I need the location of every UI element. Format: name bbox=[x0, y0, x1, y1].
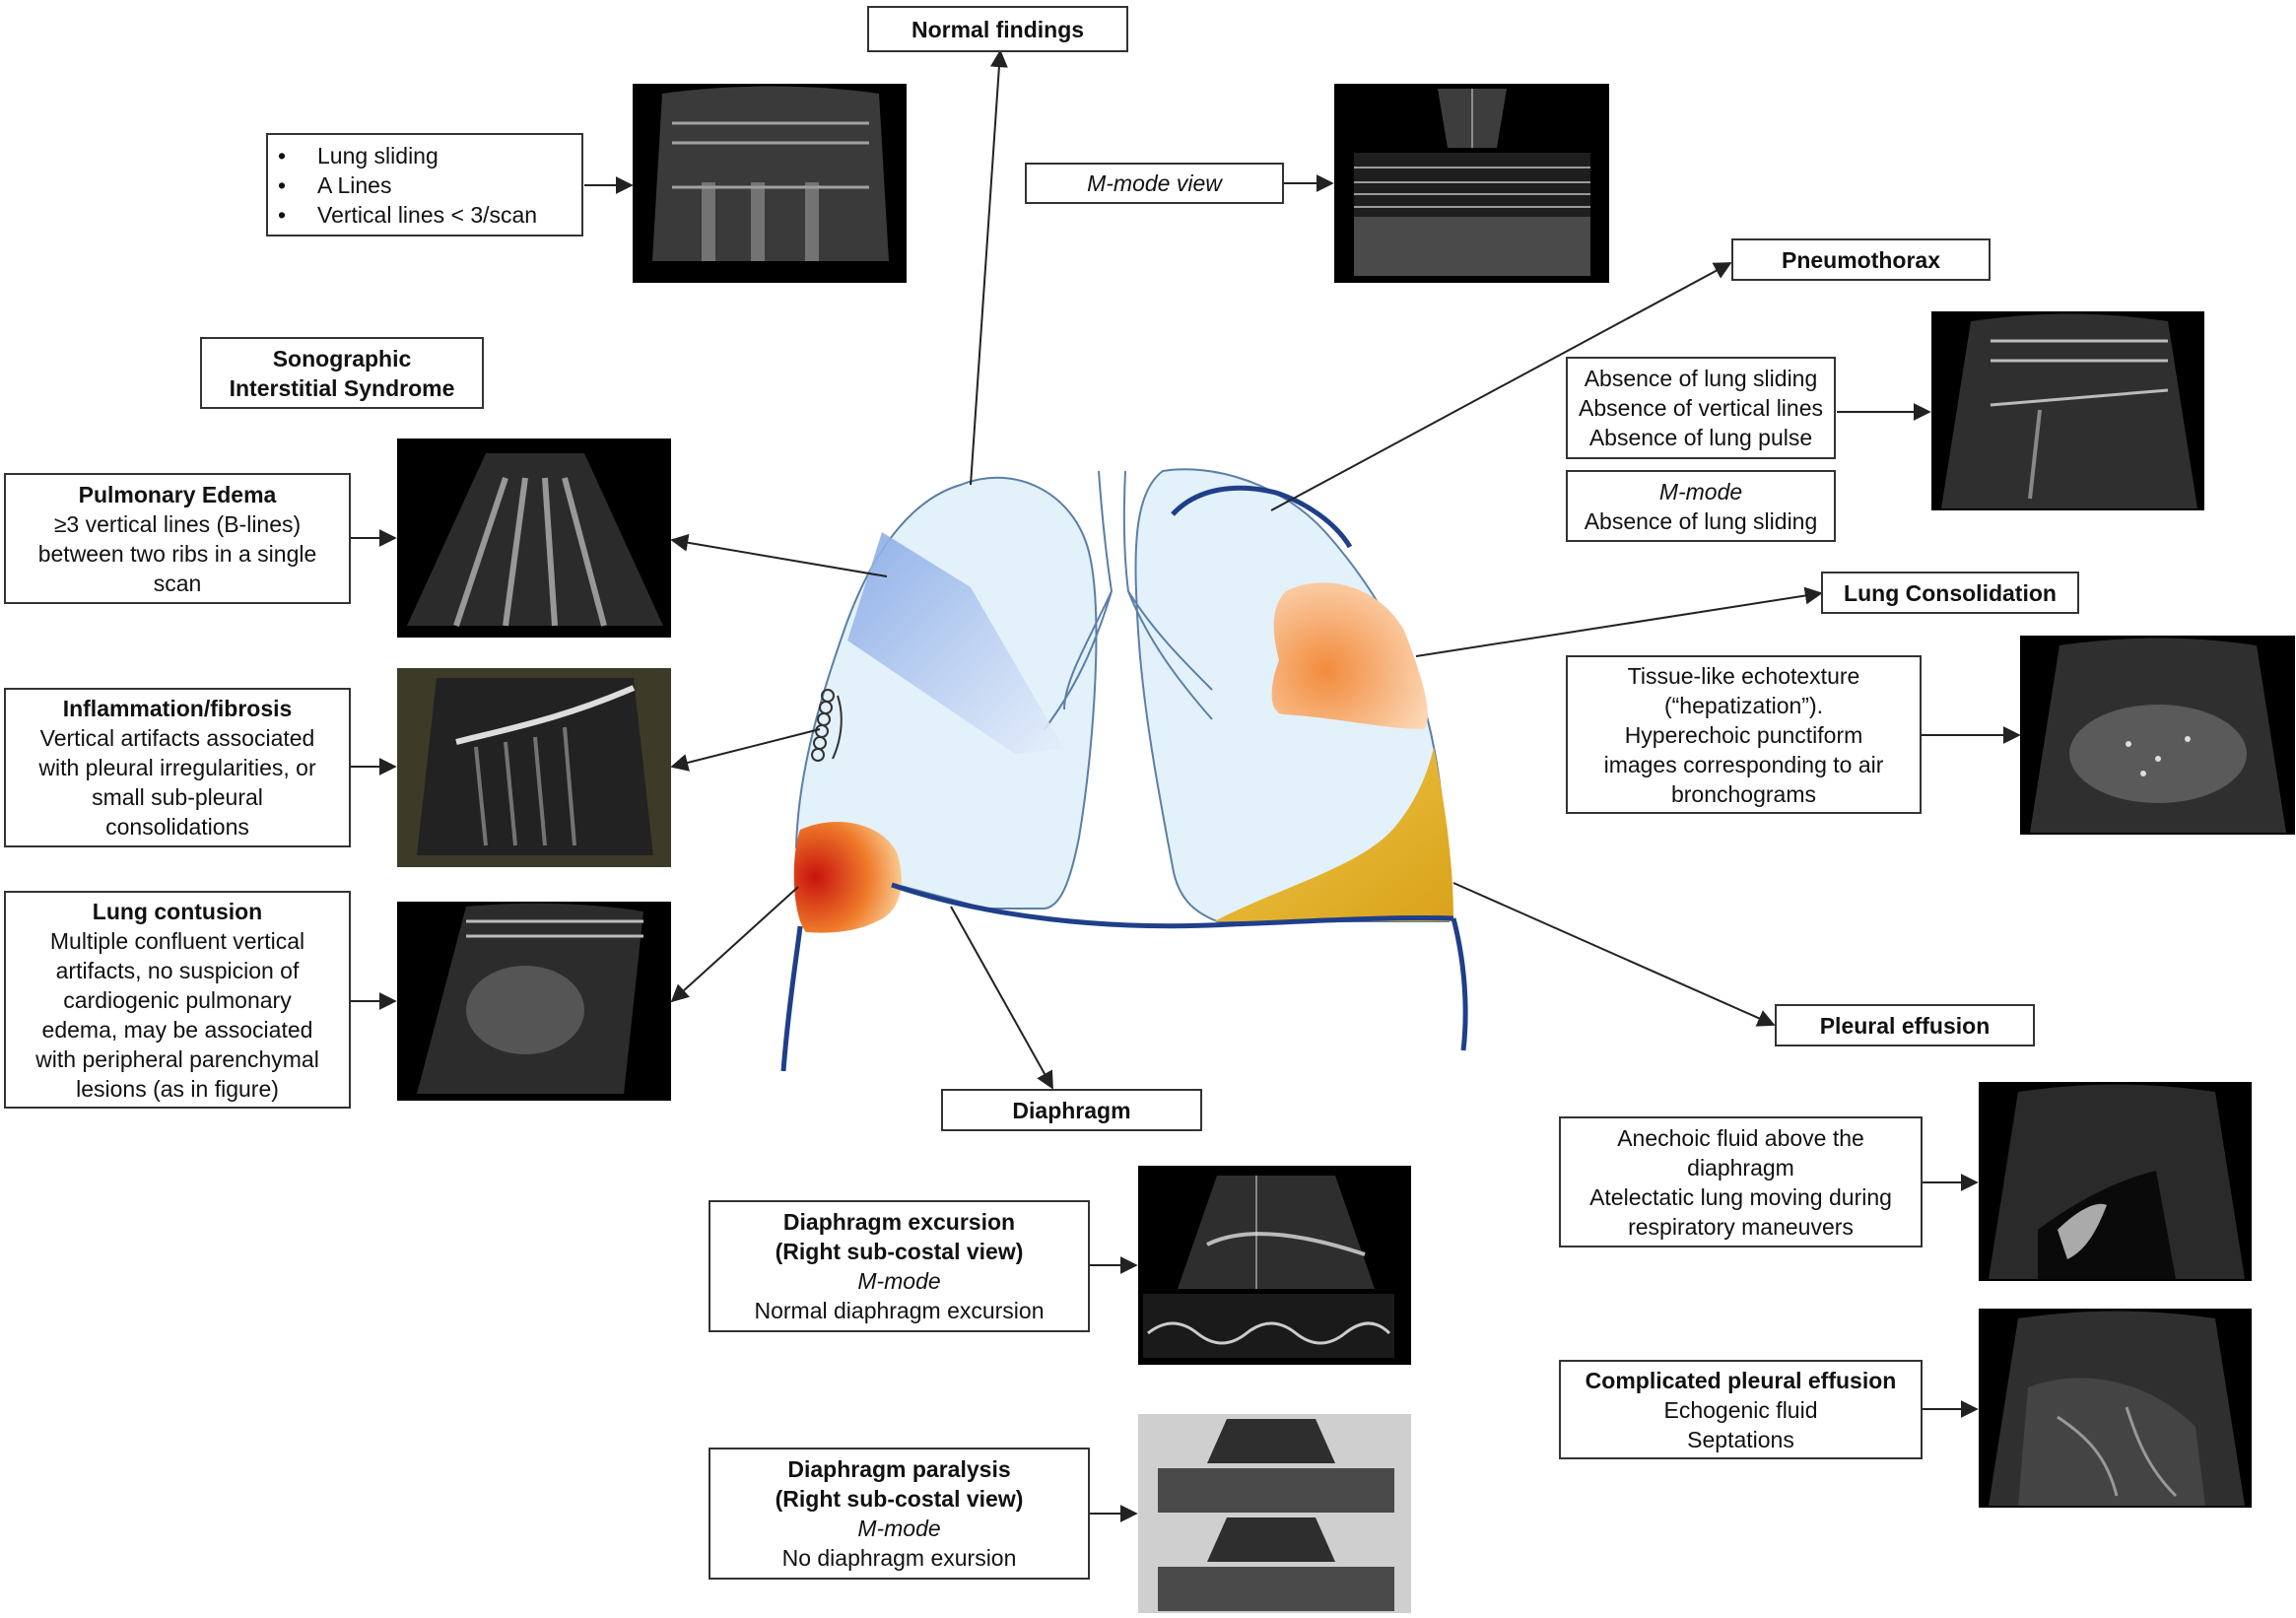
excursion-mmode-label: M-mode bbox=[857, 1268, 941, 1294]
complicated-effusion-title: Complicated pleural effusion bbox=[1585, 1367, 1897, 1393]
edema-line: between two ribs in a single bbox=[37, 540, 317, 567]
consolidation-line: bronchograms bbox=[1670, 780, 1817, 807]
diaphragm-title: Diaphragm bbox=[941, 1089, 1202, 1131]
normal-item: Lung sliding bbox=[278, 141, 537, 170]
contusion-line: Multiple confluent vertical bbox=[49, 927, 305, 954]
ultrasound-consolidation-image bbox=[2020, 636, 2295, 835]
consolidation-line: (“hepatization”). bbox=[1663, 692, 1824, 718]
mmode-view-text: M-mode view bbox=[1087, 170, 1222, 196]
normal-item: Vertical lines < 3/scan bbox=[278, 200, 537, 230]
consolidation-line: Tissue-like echotexture bbox=[1627, 662, 1860, 689]
paralysis-title-line2: (Right sub-costal view) bbox=[775, 1486, 1024, 1512]
ultrasound-inflammation-image bbox=[397, 668, 671, 867]
inflammation-line: consolidations bbox=[105, 814, 249, 840]
interstitial-title-line2: Interstitial Syndrome bbox=[229, 374, 455, 401]
consolidation-line: images corresponding to air bbox=[1603, 751, 1884, 777]
inflammation-title: Inflammation/fibrosis bbox=[62, 696, 293, 721]
excursion-title-line1: Diaphragm excursion bbox=[782, 1209, 1016, 1235]
fibrosis-marks bbox=[811, 689, 843, 762]
connectors bbox=[350, 49, 2021, 1522]
pneumothorax-title: Pneumothorax bbox=[1731, 238, 1991, 281]
pneumothorax-mmode-box: M-mode Absence of lung sliding bbox=[1566, 470, 1836, 542]
diaphragm-excursion-box: Diaphragm excursion (Right sub-costal vi… bbox=[709, 1200, 1090, 1332]
ultrasound-excursion-image bbox=[1138, 1166, 1411, 1365]
pneumothorax-title-text: Pneumothorax bbox=[1781, 246, 1941, 273]
inflammation-line: small sub-pleural bbox=[92, 784, 263, 810]
thorax-border bbox=[780, 485, 1468, 1072]
interstitial-syndrome-title: Sonographic Interstitial Syndrome bbox=[200, 337, 484, 409]
consolidation-zone bbox=[1271, 582, 1428, 729]
paralysis-mmode-label: M-mode bbox=[857, 1516, 941, 1541]
consolidation-line: Hyperechoic punctiform bbox=[1624, 721, 1863, 748]
contusion-zone bbox=[793, 821, 902, 933]
effusion-line: diaphragm bbox=[1687, 1154, 1794, 1180]
contusion-line: edema, may be associated bbox=[41, 1016, 313, 1043]
contusion-line: lesions (as in figure) bbox=[76, 1075, 279, 1102]
inflammation-box: Inflammation/fibrosis Vertical artifacts… bbox=[4, 688, 351, 847]
inflammation-line: with pleural irregularities, or bbox=[38, 755, 316, 780]
normal-findings-title-text: Normal findings bbox=[911, 16, 1085, 42]
pneumothorax-line: Absence of lung sliding bbox=[1584, 366, 1818, 391]
pneumothorax-line: Absence of vertical lines bbox=[1578, 395, 1823, 421]
inflammation-line: Vertical artifacts associated bbox=[39, 725, 315, 751]
normal-findings-list: Lung sliding A Lines Vertical lines < 3/… bbox=[266, 133, 583, 236]
edema-line: ≥3 vertical lines (B-lines) bbox=[53, 510, 302, 537]
complicated-effusion-box: Complicated pleural effusion Echogenic f… bbox=[1559, 1360, 1923, 1459]
consolidation-findings-box: Tissue-like echotexture (“hepatization”)… bbox=[1566, 655, 1922, 814]
ultrasound-complicated-effusion-image bbox=[1979, 1309, 2252, 1508]
ultrasound-edema-image bbox=[397, 438, 671, 638]
pneumothorax-mmode-label: M-mode bbox=[1658, 478, 1743, 505]
complicated-effusion-line: Echogenic fluid bbox=[1663, 1396, 1818, 1423]
normal-findings-title: Normal findings bbox=[867, 6, 1128, 52]
contusion-line: cardiogenic pulmonary bbox=[63, 986, 292, 1013]
effusion-line: respiratory maneuvers bbox=[1628, 1213, 1854, 1240]
pleural-effusion-title-text: Pleural effusion bbox=[1819, 1012, 1991, 1039]
interstitial-zone bbox=[847, 532, 1064, 754]
pneumothorax-mmode-line: Absence of lung sliding bbox=[1584, 507, 1818, 534]
pneumothorax-line: Absence of lung pulse bbox=[1588, 425, 1813, 450]
contusion-line: artifacts, no suspicion of bbox=[55, 957, 300, 983]
contusion-title: Lung contusion bbox=[92, 898, 263, 924]
effusion-line: Anechoic fluid above the bbox=[1617, 1124, 1864, 1151]
lung-contusion-box: Lung contusion Multiple confluent vertic… bbox=[4, 891, 351, 1109]
lung-consolidation-title: Lung Consolidation bbox=[1821, 572, 2079, 614]
paralysis-line: No diaphragm exursion bbox=[781, 1545, 1017, 1571]
ultrasound-pneumothorax-image bbox=[1931, 311, 2204, 510]
diaphragm-paralysis-box: Diaphragm paralysis (Right sub-costal vi… bbox=[709, 1448, 1090, 1580]
pleural-effusion-title: Pleural effusion bbox=[1775, 1004, 2035, 1046]
pneumothorax-findings-box: Absence of lung sliding Absence of verti… bbox=[1566, 357, 1836, 459]
edema-line: scan bbox=[153, 570, 202, 596]
complicated-effusion-line: Septations bbox=[1687, 1426, 1794, 1452]
ultrasound-normal-image bbox=[633, 84, 907, 283]
normal-findings-items: Lung sliding A Lines Vertical lines < 3/… bbox=[268, 141, 537, 230]
normal-item: A Lines bbox=[278, 170, 537, 200]
effusion-line: Atelectatic lung moving during bbox=[1589, 1183, 1892, 1210]
pulmonary-edema-box: Pulmonary Edema ≥3 vertical lines (B-lin… bbox=[4, 473, 351, 604]
ultrasound-contusion-image bbox=[397, 902, 671, 1101]
ultrasound-paralysis-image bbox=[1138, 1414, 1411, 1613]
effusion-zone bbox=[1214, 747, 1453, 921]
pulmonary-edema-title: Pulmonary Edema bbox=[78, 481, 277, 507]
consolidation-title-text: Lung Consolidation bbox=[1844, 579, 2057, 606]
diaphragm-title-text: Diaphragm bbox=[1012, 1097, 1131, 1123]
contusion-line: with peripheral parenchymal bbox=[35, 1045, 319, 1072]
interstitial-title-line1: Sonographic bbox=[272, 345, 412, 371]
ultrasound-effusion-image bbox=[1979, 1082, 2252, 1281]
bronchi bbox=[1044, 470, 1213, 730]
paralysis-title-line1: Diaphragm paralysis bbox=[787, 1456, 1011, 1482]
mmode-view-box: M-mode view bbox=[1025, 163, 1284, 204]
ultrasound-mmode-image bbox=[1334, 84, 1609, 283]
pleural-effusion-findings-box: Anechoic fluid above the diaphragm Atele… bbox=[1559, 1116, 1923, 1247]
excursion-title-line2: (Right sub-costal view) bbox=[775, 1239, 1024, 1264]
excursion-line: Normal diaphragm excursion bbox=[754, 1298, 1045, 1323]
